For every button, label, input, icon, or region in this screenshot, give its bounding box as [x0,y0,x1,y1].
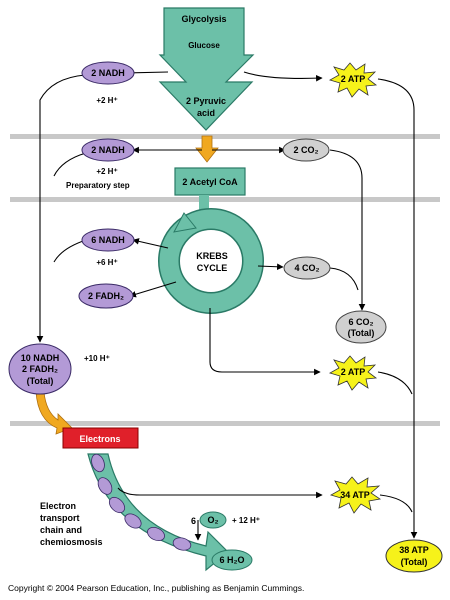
co2-oval [282,138,330,162]
krebs-to-nadh-arrow [132,238,169,249]
nadh-oval [81,138,135,162]
etc-label-line2: transport [40,513,80,523]
pyruvic-acid-line2: acid [197,108,215,118]
atp-starburst [328,355,378,391]
atp2-connector [377,371,413,395]
water-oval [211,549,253,571]
fadh2-label: 2 FADH₂ [88,291,124,301]
atp-total-oval [385,539,443,573]
atp-total-line2: (Total) [401,557,428,567]
krebs-line2: CYCLE [197,263,228,273]
glycolysis-arrow [158,7,255,131]
nadh-oval [81,61,135,85]
atp-glycolysis-label: 2 ATP [341,74,366,84]
co2-4-label: 4 CO₂ [294,263,319,273]
etc-membrane-ovals [91,453,192,551]
flow-lines [36,69,418,541]
co2-total-line2: (Total) [348,328,375,338]
nadh6-label: 6 NADH [91,235,125,245]
atp-starburst [329,476,382,514]
co2-to-total-arrow [329,149,366,311]
acetyl-coa-box [174,167,246,196]
nadh-to-totals-arrow [36,74,86,343]
pyruvate-transfer-arrow [195,135,219,163]
etc-protein [172,537,192,551]
atp34-connector [379,494,413,513]
nadh1-label: 2 NADH [91,68,125,78]
oxygen-oval [199,511,227,529]
pyruvic-acid-line1: 2 Pyruvic [186,96,226,106]
glycolysis-to-atp-arrow [243,71,323,82]
oxygen-hydrogen: + 12 H⁺ [232,516,260,525]
krebs-to-atp-arrow [209,308,321,376]
glucose-label: Glucose [188,41,220,50]
co2-total-oval [335,310,387,344]
atp-etc-label: 34 ATP [340,490,370,500]
krebs-ring-arrowhead [173,212,197,233]
nadh1-hydrogen: +2 H⁺ [96,96,117,105]
atp-starburst [328,62,378,98]
atp-to-total-arrow [377,78,418,539]
totals-fadh2: 2 FADH₂ [22,364,58,374]
totals-total: (Total) [27,376,54,386]
atp-krebs-label: 2 ATP [341,367,366,377]
etc-protein [97,477,113,495]
separator-band [10,421,440,426]
etc-protein [124,513,142,529]
oxygen-coefficient: 6 [191,516,196,526]
electrons-label: Electrons [79,434,120,444]
copyright-text: Copyright © 2004 Pearson Education, Inc.… [8,583,304,593]
etc-protein [91,453,105,473]
etc-to-atp-arrow [117,487,323,499]
nadh2-label: 2 NADH [91,145,125,155]
co2-oval [283,256,331,280]
etc-label-line4: chemiosmosis [40,537,103,547]
totals-oval [8,343,72,395]
water-label: 6 H₂O [219,555,244,565]
oxygen-label: O₂ [208,515,219,525]
glycolysis-title: Glycolysis [181,14,226,24]
co2-total-line1: 6 CO₂ [348,317,373,327]
separator-band [10,134,440,139]
acetyl-coa-label: 2 Acetyl CoA [182,177,238,187]
totals-hydrogen: +10 H⁺ [84,354,110,363]
co2-2-label: 2 CO₂ [293,145,318,155]
nadh2-connector [53,152,87,177]
nadh6-connector [53,239,87,263]
etc-protein [108,496,126,514]
totals-nadh: 10 NADH [21,353,60,363]
atp-total-line1: 38 ATP [399,545,429,555]
krebs-line1: KREBS [196,251,228,261]
nadh-oval [81,228,135,252]
nadh6-hydrogen: +6 H⁺ [96,258,117,267]
krebs-to-fadh2-arrow [129,281,177,298]
co2-4-connector [329,267,359,291]
etc-band [87,453,229,572]
separator-band [10,197,440,202]
nadh2-hydrogen: +2 H⁺ [96,167,117,176]
preparatory-step-label: Preparatory step [66,181,130,190]
fadh2-oval [78,283,134,309]
etc-label-line1: Electron [40,501,76,511]
etc-label-line3: chain and [40,525,82,535]
krebs-ring [159,209,263,313]
etc-protein [147,526,165,542]
krebs-to-co2-arrow [257,263,284,271]
electrons-box [62,427,139,449]
